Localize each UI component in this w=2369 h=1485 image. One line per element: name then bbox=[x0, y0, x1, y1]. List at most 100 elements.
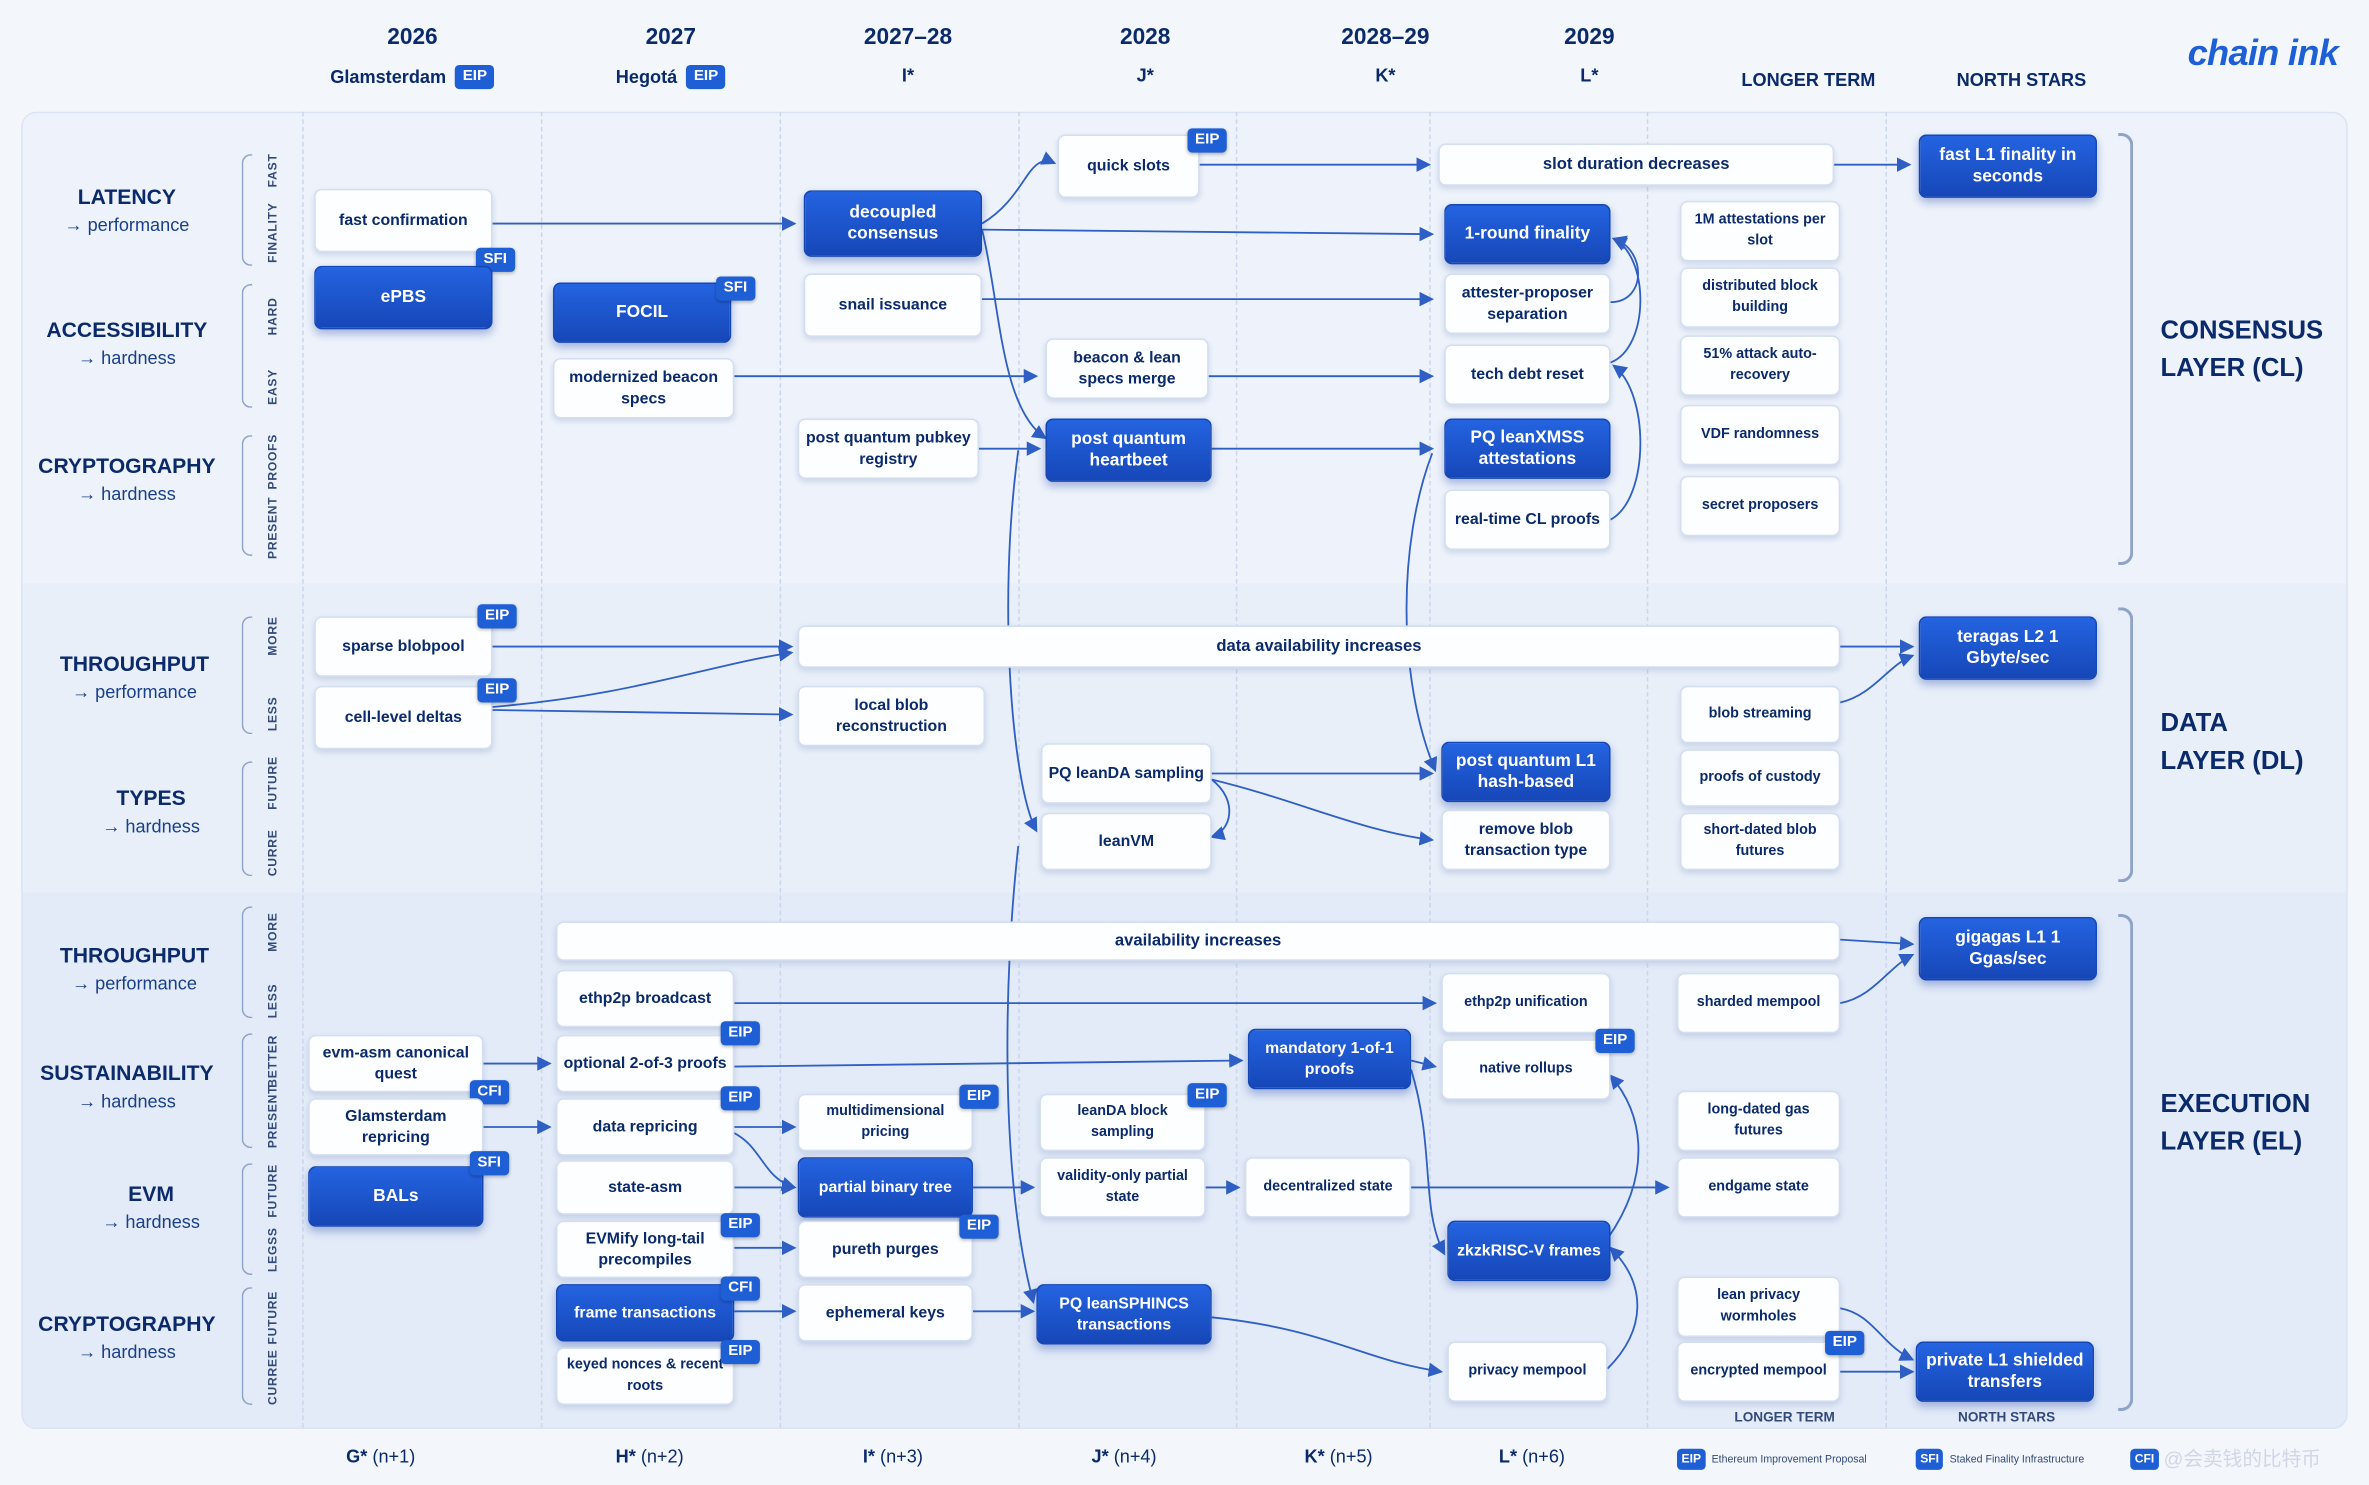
box-state-asm[interactable]: state-asm bbox=[555, 1160, 735, 1215]
arrow-blob-streaming-to-teragas bbox=[1839, 653, 1915, 704]
box-partial-binary-tree[interactable]: partial binary tree bbox=[797, 1157, 973, 1218]
box-distributed-block-building[interactable]: distributed block building bbox=[1680, 267, 1841, 328]
footer-fork-k: K* (n+5) bbox=[1248, 1446, 1429, 1467]
box-attester-proposer-separation[interactable]: attester-proposer separation bbox=[1444, 273, 1611, 334]
box-focil[interactable]: FOCIL bbox=[552, 282, 732, 343]
arrow-heartbeet-to-leanvm bbox=[1007, 450, 1038, 833]
box-snail-issuance[interactable]: snail issuance bbox=[803, 273, 983, 337]
category-sustainability: SUSTAINABILITY→ hardness bbox=[21, 1061, 233, 1112]
box-ephemeral-keys[interactable]: ephemeral keys bbox=[797, 1284, 973, 1342]
box-lean-privacy-wormholes[interactable]: lean privacy wormholes bbox=[1676, 1276, 1841, 1337]
box-pq-leanxmss-attestations[interactable]: PQ leanXMSS attestations bbox=[1444, 418, 1611, 479]
box-availability-increases[interactable]: availability increases bbox=[555, 921, 1841, 961]
legend-text: Ethereum Improvement Proposal bbox=[1711, 1454, 1867, 1465]
box-encrypted-mempool[interactable]: encrypted mempool bbox=[1676, 1341, 1841, 1402]
header-fork: Glamsterdam bbox=[330, 66, 447, 88]
box-gigagas-l1[interactable]: gigagas L1 1 Ggas/sec bbox=[1918, 916, 2097, 981]
box-decentralized-state[interactable]: decentralized state bbox=[1244, 1157, 1412, 1218]
box-ethp2p-unification[interactable]: ethp2p unification bbox=[1441, 972, 1611, 1034]
box-validity-only-partial-state[interactable]: validity-only partial state bbox=[1039, 1157, 1206, 1218]
category-title: LATENCY bbox=[77, 184, 177, 209]
arrow-zkzkriscv-to-native bbox=[1606, 1074, 1640, 1240]
box-blob-streaming[interactable]: blob streaming bbox=[1680, 685, 1841, 744]
box-mandatory-1-of-1-proofs[interactable]: mandatory 1-of-1 proofs bbox=[1247, 1028, 1412, 1090]
box-pureth-purges[interactable]: pureth purges bbox=[797, 1220, 973, 1279]
box-zkzkriscv-frames[interactable]: zkzkRISC-V frames bbox=[1447, 1220, 1611, 1282]
box-keyed-nonces[interactable]: keyed nonces & recent roots bbox=[555, 1347, 735, 1405]
box-slot-duration-decreases[interactable]: slot duration decreases bbox=[1438, 143, 1835, 186]
box-sharded-mempool[interactable]: sharded mempool bbox=[1676, 972, 1841, 1034]
eip-badge: EIP bbox=[686, 64, 726, 90]
box-51-attack-recovery[interactable]: 51% attack auto-recovery bbox=[1680, 335, 1841, 396]
category-cryptography-el: CRYPTOGRAPHY→ hardness bbox=[21, 1311, 233, 1362]
box-pq-heartbeet[interactable]: post quantum heartbeet bbox=[1045, 418, 1212, 482]
category-brace bbox=[241, 435, 253, 556]
header-fork: I* bbox=[901, 64, 915, 87]
footer-fork-name: G* bbox=[346, 1445, 368, 1467]
box-local-blob-reconstruction[interactable]: local blob reconstruction bbox=[797, 685, 986, 747]
box-sparse-blobpool[interactable]: sparse blobpool bbox=[314, 616, 493, 677]
box-decoupled-consensus[interactable]: decoupled consensus bbox=[803, 190, 983, 257]
box-secret-proposers[interactable]: secret proposers bbox=[1680, 475, 1841, 537]
box-quick-slots[interactable]: quick slots bbox=[1057, 134, 1200, 198]
box-leanda-block-sampling[interactable]: leanDA block sampling bbox=[1039, 1093, 1206, 1152]
box-pq-l1-hash-based[interactable]: post quantum L1 hash-based bbox=[1441, 741, 1611, 803]
box-cell-level-deltas[interactable]: cell-level deltas bbox=[314, 685, 493, 750]
box-1-round-finality[interactable]: 1-round finality bbox=[1444, 203, 1611, 265]
footer-fork-name: I* bbox=[862, 1445, 875, 1467]
category-title: THROUGHPUT bbox=[59, 942, 210, 967]
box-tech-debt-reset[interactable]: tech debt reset bbox=[1444, 344, 1611, 405]
box-long-dated-gas-futures[interactable]: long-dated gas futures bbox=[1676, 1090, 1841, 1152]
box-vdf-randomness[interactable]: VDF randomness bbox=[1680, 404, 1841, 466]
box-native-rollups[interactable]: native rollups bbox=[1441, 1039, 1611, 1100]
box-evm-asm-canonical-quest[interactable]: evm-asm canonical quest bbox=[308, 1034, 484, 1093]
header-year: 2029 bbox=[1564, 24, 1615, 50]
category-sub: → performance bbox=[71, 972, 197, 995]
box-privacy-mempool[interactable]: privacy mempool bbox=[1447, 1341, 1608, 1402]
box-bals[interactable]: BALs bbox=[308, 1166, 484, 1227]
box-fast-confirmation[interactable]: fast confirmation bbox=[314, 188, 493, 253]
box-epbs[interactable]: ePBS bbox=[314, 265, 493, 330]
box-ethp2p-broadcast[interactable]: ethp2p broadcast bbox=[555, 969, 735, 1028]
box-optional-2-of-3-proofs[interactable]: optional 2-of-3 proofs bbox=[555, 1034, 735, 1093]
box-teragas-l2[interactable]: teragas L2 1 Gbyte/sec bbox=[1918, 616, 2097, 680]
header-year: 2028 bbox=[1119, 24, 1171, 50]
footer-fork-index: (n+6) bbox=[1522, 1445, 1565, 1467]
box-fast-l1-finality[interactable]: fast L1 finality in seconds bbox=[1918, 134, 2097, 198]
box-1m-attestations[interactable]: 1M attestations per slot bbox=[1680, 200, 1841, 262]
box-leanvm[interactable]: leanVM bbox=[1040, 812, 1212, 871]
box-short-dated-blob-futures[interactable]: short-dated blob futures bbox=[1680, 812, 1841, 871]
box-remove-blob-tx-type[interactable]: remove blob transaction type bbox=[1441, 809, 1611, 871]
header-fork: L* bbox=[1580, 64, 1599, 87]
box-multidimensional-pricing[interactable]: multidimensional pricing bbox=[797, 1093, 973, 1152]
box-modernized-beacon-specs[interactable]: modernized beacon specs bbox=[552, 358, 735, 419]
box-frame-transactions[interactable]: frame transactions bbox=[555, 1284, 735, 1342]
arrow-data-repricing-to-partial-binary bbox=[733, 1132, 797, 1191]
category-brace bbox=[241, 1033, 253, 1149]
box-pq-leansphincs[interactable]: PQ leanSPHINCS transactions bbox=[1036, 1284, 1212, 1345]
box-data-repricing[interactable]: data repricing bbox=[555, 1098, 735, 1156]
layer-brace bbox=[2118, 913, 2134, 1411]
box-glamsterdam-repricing[interactable]: Glamsterdam repricing bbox=[308, 1098, 484, 1156]
arrow-cell-level-to-local-blob bbox=[492, 707, 794, 722]
footer-fork-l: L* (n+6) bbox=[1441, 1446, 1622, 1467]
box-pq-leanda-sampling[interactable]: PQ leanDA sampling bbox=[1040, 743, 1212, 804]
category-brace bbox=[241, 1163, 253, 1276]
box-private-l1-shielded[interactable]: private L1 shielded transfers bbox=[1915, 1341, 2094, 1402]
eip-badge: EIP bbox=[455, 64, 495, 90]
footer-north-stars: NORTH STARS bbox=[1957, 1409, 2056, 1425]
category-title: TYPES bbox=[116, 785, 186, 810]
eip-badge: EIP bbox=[720, 1339, 761, 1365]
eip-badge: EIP bbox=[477, 678, 517, 703]
box-pq-pubkey-registry[interactable]: post quantum pubkey registry bbox=[797, 418, 979, 479]
arrow-decoupled-to-heartbeet bbox=[981, 229, 1047, 440]
box-proofs-of-custody[interactable]: proofs of custody bbox=[1680, 749, 1841, 807]
box-endgame-state[interactable]: endgame state bbox=[1676, 1157, 1841, 1218]
box-beacon-lean-specs-merge[interactable]: beacon & lean specs merge bbox=[1045, 338, 1209, 399]
box-evmify-precompiles[interactable]: EVMify long-tail precompiles bbox=[555, 1220, 735, 1279]
box-data-availability-increases[interactable]: data availability increases bbox=[797, 625, 1841, 668]
box-realtime-cl-proofs[interactable]: real-time CL proofs bbox=[1444, 489, 1611, 550]
